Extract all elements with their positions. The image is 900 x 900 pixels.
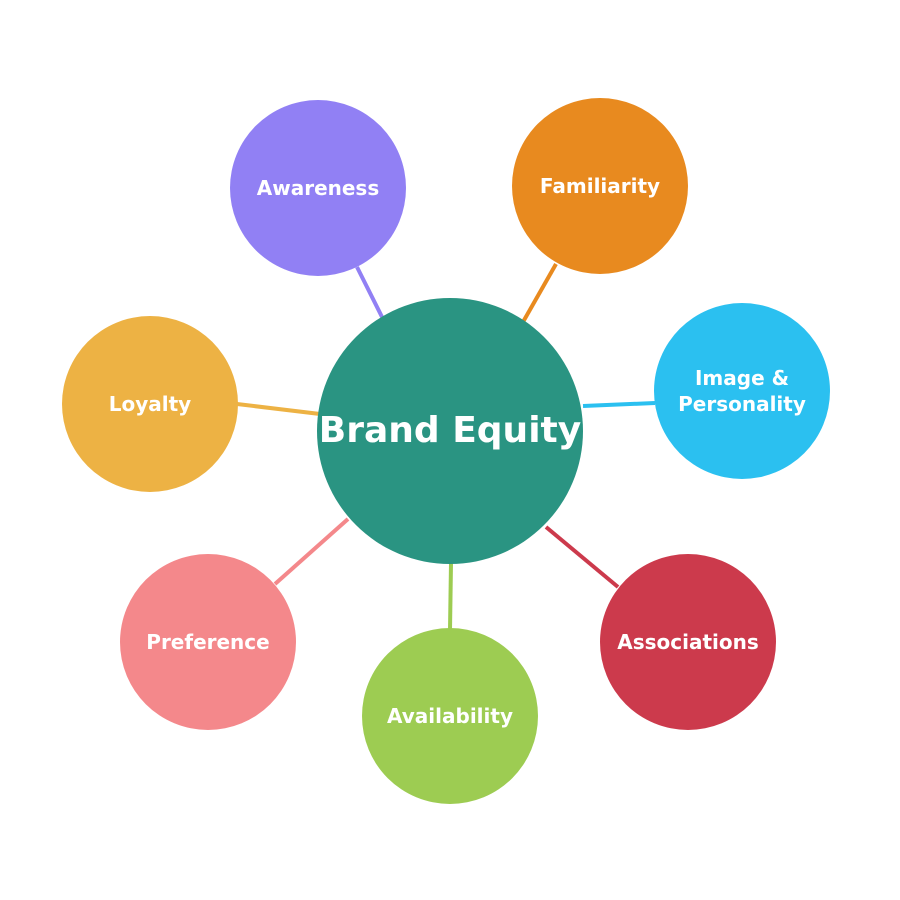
- connector-associations: [544, 525, 620, 589]
- node-familiarity: Familiarity: [512, 98, 688, 274]
- node-label-familiarity: Familiarity: [539, 174, 661, 198]
- node-loyalty: Loyalty: [62, 316, 238, 492]
- node-label-availability: Availability: [387, 704, 513, 728]
- node-label-preference: Preference: [146, 630, 270, 654]
- node-label-awareness: Awareness: [256, 176, 380, 200]
- center-node-brand-equity: Brand Equity: [317, 298, 583, 564]
- node-label-loyalty: Loyalty: [108, 392, 192, 416]
- node-label-image-personality: Image & Personality: [678, 366, 806, 416]
- node-preference: Preference: [120, 554, 296, 730]
- center-node-label: Brand Equity: [318, 409, 582, 451]
- node-associations: Associations: [600, 554, 776, 730]
- connector-availability: [448, 562, 453, 631]
- connector-familiarity: [521, 263, 558, 323]
- connector-preference: [273, 517, 350, 586]
- connector-awareness: [355, 266, 384, 318]
- connector-loyalty: [236, 402, 321, 416]
- node-availability: Availability: [362, 628, 538, 804]
- node-image-personality: Image & Personality: [654, 303, 830, 479]
- node-label-associations: Associations: [617, 630, 759, 654]
- connector-image: [582, 401, 656, 408]
- node-awareness: Awareness: [230, 100, 406, 276]
